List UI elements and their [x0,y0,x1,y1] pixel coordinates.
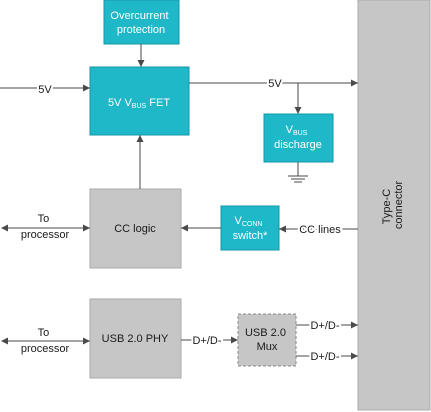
cc-lines-label: CC lines [299,224,341,236]
usb2-phy-label: USB 2.0 PHY [102,333,169,345]
vbus-discharge-block [263,113,334,163]
ground-icon [288,162,308,183]
mux-out-label-2: D+/D- [310,351,339,363]
processor-label-2: To processor [21,327,70,355]
cc-logic-label: CC logic [114,223,156,235]
vbus-discharge-label: VBUS discharge [274,124,322,151]
vbus-fet-label: 5V VBUS FET [108,97,170,110]
vconn-switch-block [220,205,280,251]
vbus-fet-block [89,66,190,136]
usb2-phy-block [89,298,182,379]
usb2-mux-block [237,313,297,367]
vout-label: 5V [268,78,282,90]
processor-label-1: To processor [21,213,70,241]
type-c-connector-block [357,0,431,411]
mux-out-label-1: D+/D- [310,320,339,332]
type-c-connector-label: Type-C connector [381,181,405,230]
vin-label: 5V [38,84,52,96]
usb2-mux-label: USB 2.0 Mux [245,327,289,353]
overcurrent-protection-block [103,0,180,45]
overcurrent-protection-label: Overcurrent protection [110,10,171,36]
vconn-switch-label: VCONN switch* [233,215,269,242]
phy-dp-label: D+/D- [192,335,221,347]
